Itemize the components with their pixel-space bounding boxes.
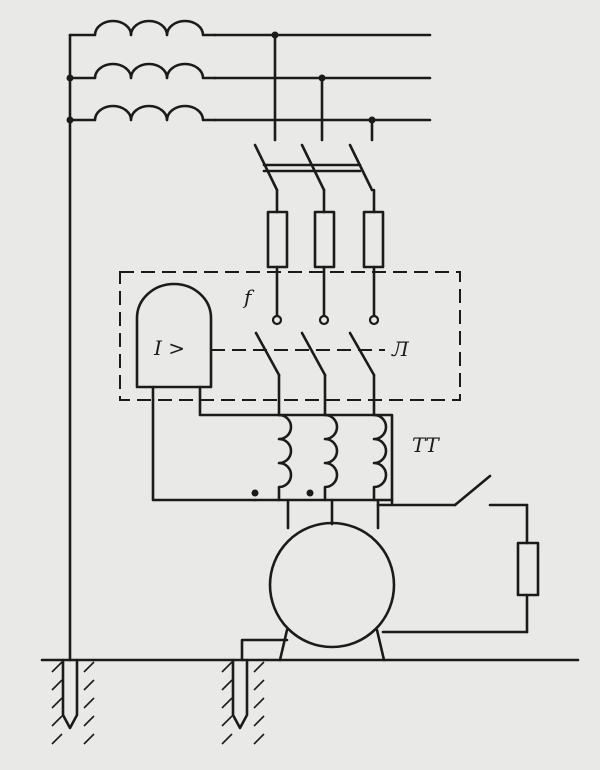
three-pole-disconnect-switch [253,143,376,214]
relay-label: I > [153,336,185,360]
supply-winding-phase-2 [68,62,217,80]
neutral-conductor [66,33,74,662]
fuses [266,210,385,320]
busbar-taps [273,33,374,142]
ground-hatching [51,661,265,745]
supply-winding-phase-3 [68,104,217,122]
fuse-mark-label: f [242,285,255,309]
frame-grounding-lead [240,638,289,662]
test-resistor [516,541,540,597]
ct-label: ТТ [412,433,440,457]
ct-phase-2 [323,413,339,502]
motor [268,521,396,662]
motor-base [278,628,386,662]
supply-transformer-windings [68,19,217,122]
current-transformers [277,413,388,502]
ct-phase-1 [277,413,293,502]
overcurrent-relay-coil [135,282,213,389]
fuse-phase-2 [313,210,336,269]
breaker-enclosure [119,271,461,401]
fuse-phase-1 [266,210,289,269]
relay-wiring [151,385,394,505]
test-switch-branch [376,474,540,634]
motor-body [268,521,396,649]
fuse-phase-3 [362,210,385,269]
breaker-label: Л [391,337,410,361]
supply-winding-phase-1 [68,19,217,37]
ground-electrode-right [231,658,249,730]
ct-phase-3 [372,413,388,502]
breaker-contacts [254,314,380,417]
ground-electrode-left [61,658,79,730]
test-switch-blade [453,474,492,507]
